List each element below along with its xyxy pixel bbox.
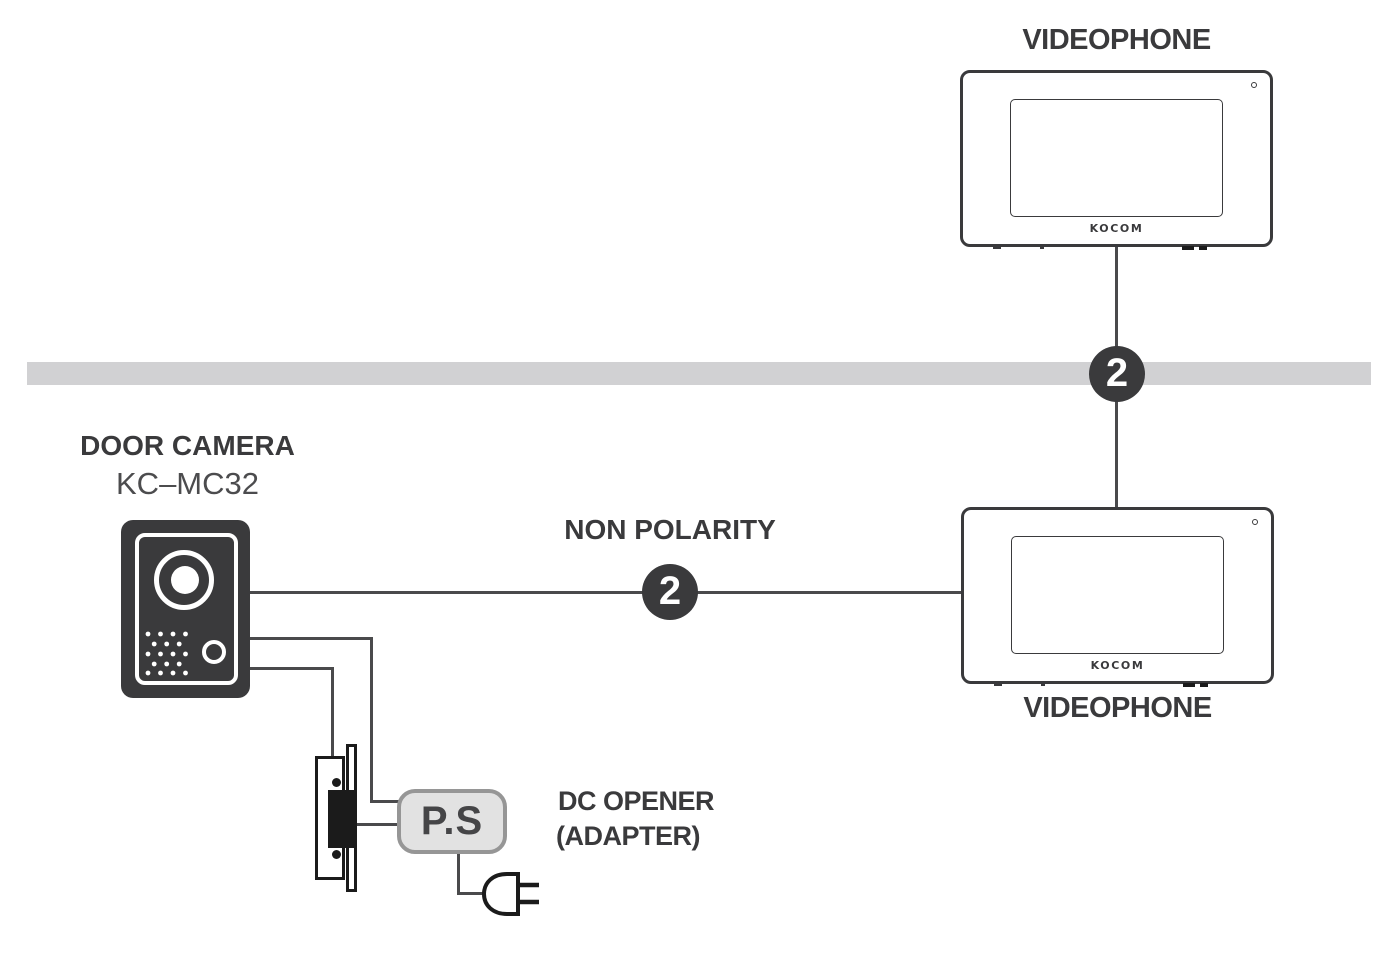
dc-opener-caption: DC OPENER: [558, 786, 715, 816]
wire-camera-ps-stub: [370, 800, 399, 803]
strike-screw-icon: [332, 850, 341, 859]
videophone-bottom-label: VIDEOPHONE: [1023, 692, 1212, 724]
camera-lens-icon: [171, 566, 199, 594]
speaker-grille-icon: [145, 631, 188, 676]
wire-count-badge-riser: 2: [1089, 346, 1145, 402]
wire-strike-to-ps: [356, 823, 399, 826]
connector-slot: [1182, 246, 1194, 250]
videophone-bottom: KOCOM: [961, 507, 1274, 687]
wire-camera-strike-vertical: [331, 667, 334, 758]
wire-camera-to-videophone: [250, 591, 962, 594]
videophone-top: KOCOM: [960, 70, 1273, 250]
floor-divider-band: [27, 362, 1371, 385]
connector-slot: [1199, 246, 1207, 250]
dc-opener-caption: (ADAPTER): [556, 821, 701, 851]
wire-count-badge-camera: 2: [642, 564, 698, 620]
wire-camera-ps-horizontal: [250, 637, 373, 640]
wire-ps-plug-horizontal: [457, 892, 484, 895]
door-camera: [121, 520, 250, 698]
videophone-led-icon: [1252, 519, 1258, 525]
camera-lens-ring-icon: [154, 550, 214, 610]
videophone-screen: [1010, 99, 1223, 217]
videophone-top-label: VIDEOPHONE: [1022, 24, 1211, 56]
mount-tab: [1041, 684, 1045, 686]
camera-panel: [135, 533, 238, 685]
mount-tab: [994, 684, 1002, 686]
power-supply-box: P.S: [397, 789, 507, 854]
videophone-led-icon: [1251, 82, 1257, 88]
power-supply-label: P.S: [420, 799, 484, 843]
connector-slot: [1183, 683, 1195, 687]
mount-tab: [993, 247, 1001, 249]
mount-tab: [1040, 247, 1044, 249]
wire-camera-strike-horizontal: [250, 667, 334, 670]
brand-logo: KOCOM: [1089, 222, 1144, 235]
connector-slot: [1200, 683, 1208, 687]
brand-logo: KOCOM: [1090, 659, 1145, 672]
call-button-icon: [202, 640, 226, 664]
power-plug-icon: [481, 872, 539, 916]
door-camera-title: DOOR CAMERA: [80, 430, 295, 461]
door-strike-latch: [328, 790, 357, 848]
door-camera-model: KC–MC32: [116, 466, 259, 501]
strike-screw-icon: [332, 778, 341, 787]
non-polarity-label: NON POLARITY: [564, 514, 776, 545]
wire-ps-plug-vertical: [457, 853, 460, 895]
videophone-screen: [1011, 536, 1224, 654]
wire-camera-ps-vertical: [370, 637, 373, 803]
